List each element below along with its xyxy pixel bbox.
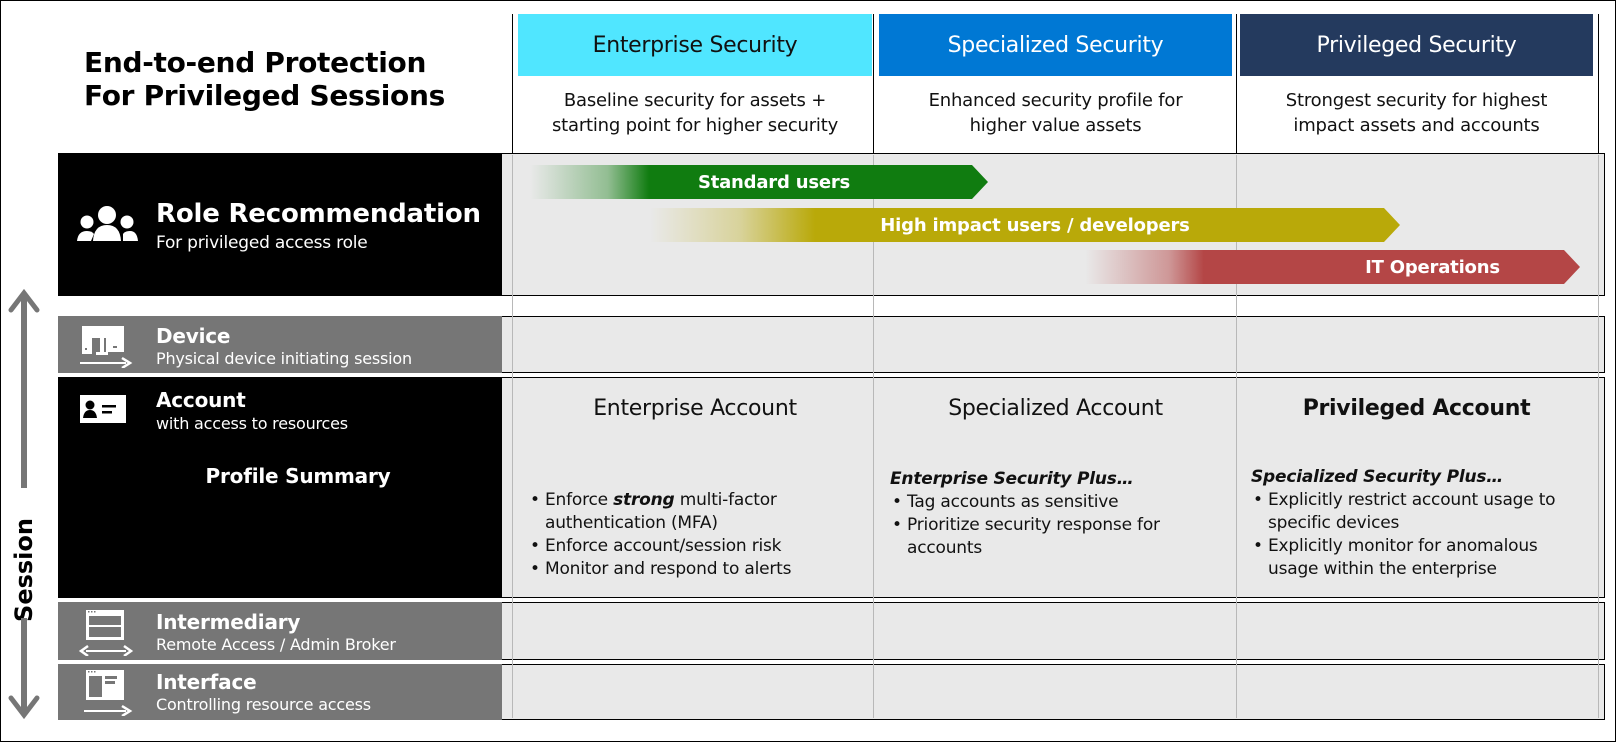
bullet-emphasis: strong xyxy=(613,490,675,510)
row-subtitle: Controlling resource access xyxy=(156,695,371,714)
account-title-privileged: Privileged Account xyxy=(1302,396,1531,421)
column-header-label: Privileged Security xyxy=(1316,32,1517,58)
window-split-icon xyxy=(78,610,134,656)
row-subtitle: For privileged access role xyxy=(156,233,368,253)
session-axis-label: Session xyxy=(4,510,44,630)
column-header-specialized: Specialized Security xyxy=(879,14,1232,76)
account-body-enterprise: Enforce strong multi-factor authenticati… xyxy=(528,489,868,581)
desc-line: starting point for higher security xyxy=(551,115,839,136)
session-label-text: Session xyxy=(10,518,38,622)
desc-line: impact assets and accounts xyxy=(1293,115,1540,136)
row-title: Interface xyxy=(156,670,257,694)
row-title: Account xyxy=(156,388,246,412)
bullet-item: Enforce strong multi-factor authenticati… xyxy=(528,489,868,535)
title-line-1: End-to-end Protection xyxy=(84,46,427,79)
grid-line xyxy=(1236,155,1237,718)
row-subtitle: Physical device initiating session xyxy=(156,349,412,368)
device-row-cells xyxy=(498,316,1605,373)
desc-line: Enhanced security profile for xyxy=(928,90,1183,111)
bullet-item: Prioritize security response for account… xyxy=(890,514,1225,560)
devices-icon xyxy=(80,326,133,368)
row-subtitle: Remote Access / Admin Broker xyxy=(156,635,396,654)
bullet-text: multi-factor authentication (MFA) xyxy=(545,490,777,533)
row-label-account: Account with access to resources Profile… xyxy=(58,377,502,598)
role-bar-label: Standard users xyxy=(697,171,851,193)
account-title-enterprise: Enterprise Account xyxy=(593,396,797,421)
arrow-up-icon xyxy=(8,288,40,488)
row-label-intermediary: Intermediary Remote Access / Admin Broke… xyxy=(58,602,502,660)
bullet-item: Enforce account/session risk xyxy=(528,535,868,558)
interface-row-cells xyxy=(498,664,1605,720)
desc-line: Baseline security for assets + xyxy=(563,90,827,111)
row-label-device: Device Physical device initiating sessio… xyxy=(58,316,502,373)
bullet-item: Explicitly monitor for anomalous usage w… xyxy=(1251,535,1591,581)
row-title: Intermediary xyxy=(156,610,301,634)
row-title: Device xyxy=(156,324,231,348)
title-line-2: For Privileged Sessions xyxy=(84,79,445,112)
column-desc-enterprise: Baseline security for assets + starting … xyxy=(518,88,872,138)
row-subtitle: with access to resources xyxy=(156,414,348,433)
column-header-label: Enterprise Security xyxy=(592,32,798,58)
account-lead: Enterprise Security Plus… xyxy=(890,469,1134,489)
account-body-specialized: Enterprise Security Plus… Tag accounts a… xyxy=(890,468,1225,560)
role-bar-label: High impact users / developers xyxy=(880,214,1190,236)
bullet-text: Enforce xyxy=(545,490,614,510)
account-lead: Specialized Security Plus… xyxy=(1251,467,1504,487)
arrow-down-icon xyxy=(8,618,40,720)
bullet-item: Tag accounts as sensitive xyxy=(890,491,1225,514)
column-desc-specialized: Enhanced security profile for higher val… xyxy=(879,88,1232,138)
column-header-privileged: Privileged Security xyxy=(1240,14,1593,76)
row-title: Role Recommendation xyxy=(156,199,481,229)
people-group-icon xyxy=(77,206,138,241)
row-label-interface: Interface Controlling resource access xyxy=(58,664,502,720)
role-bar-label: IT Operations xyxy=(1365,256,1500,278)
desc-line: Strongest security for highest xyxy=(1285,90,1548,111)
column-divider xyxy=(1236,14,1237,154)
window-panel-icon xyxy=(84,670,133,716)
column-header-enterprise: Enterprise Security xyxy=(518,14,872,76)
column-divider xyxy=(512,14,513,154)
account-body-privileged: Specialized Security Plus… Explicitly re… xyxy=(1251,466,1591,581)
role-bar-it-operations: IT Operations xyxy=(1085,250,1580,284)
grid-line xyxy=(1598,155,1599,718)
account-title-specialized: Specialized Account xyxy=(948,396,1163,421)
role-bar-standard-users: Standard users xyxy=(530,165,988,199)
bullet-item: Explicitly restrict account usage to spe… xyxy=(1251,489,1591,535)
role-bar-high-impact-users: High impact users / developers xyxy=(650,208,1400,242)
contact-card-icon xyxy=(80,395,126,423)
page-title: End-to-end Protection For Privileged Ses… xyxy=(84,46,445,112)
intermediary-row-cells xyxy=(498,602,1605,660)
desc-line: higher value assets xyxy=(969,115,1142,136)
grid-line xyxy=(873,155,874,718)
column-divider xyxy=(873,14,874,154)
profile-summary-label: Profile Summary xyxy=(205,464,391,488)
column-desc-privileged: Strongest security for highest impact as… xyxy=(1240,88,1593,138)
column-divider xyxy=(1598,14,1599,154)
row-label-role: Role Recommendation For privileged acces… xyxy=(58,153,502,296)
column-header-label: Specialized Security xyxy=(947,32,1164,58)
bullet-item: Monitor and respond to alerts xyxy=(528,558,868,581)
grid-line xyxy=(512,155,513,718)
